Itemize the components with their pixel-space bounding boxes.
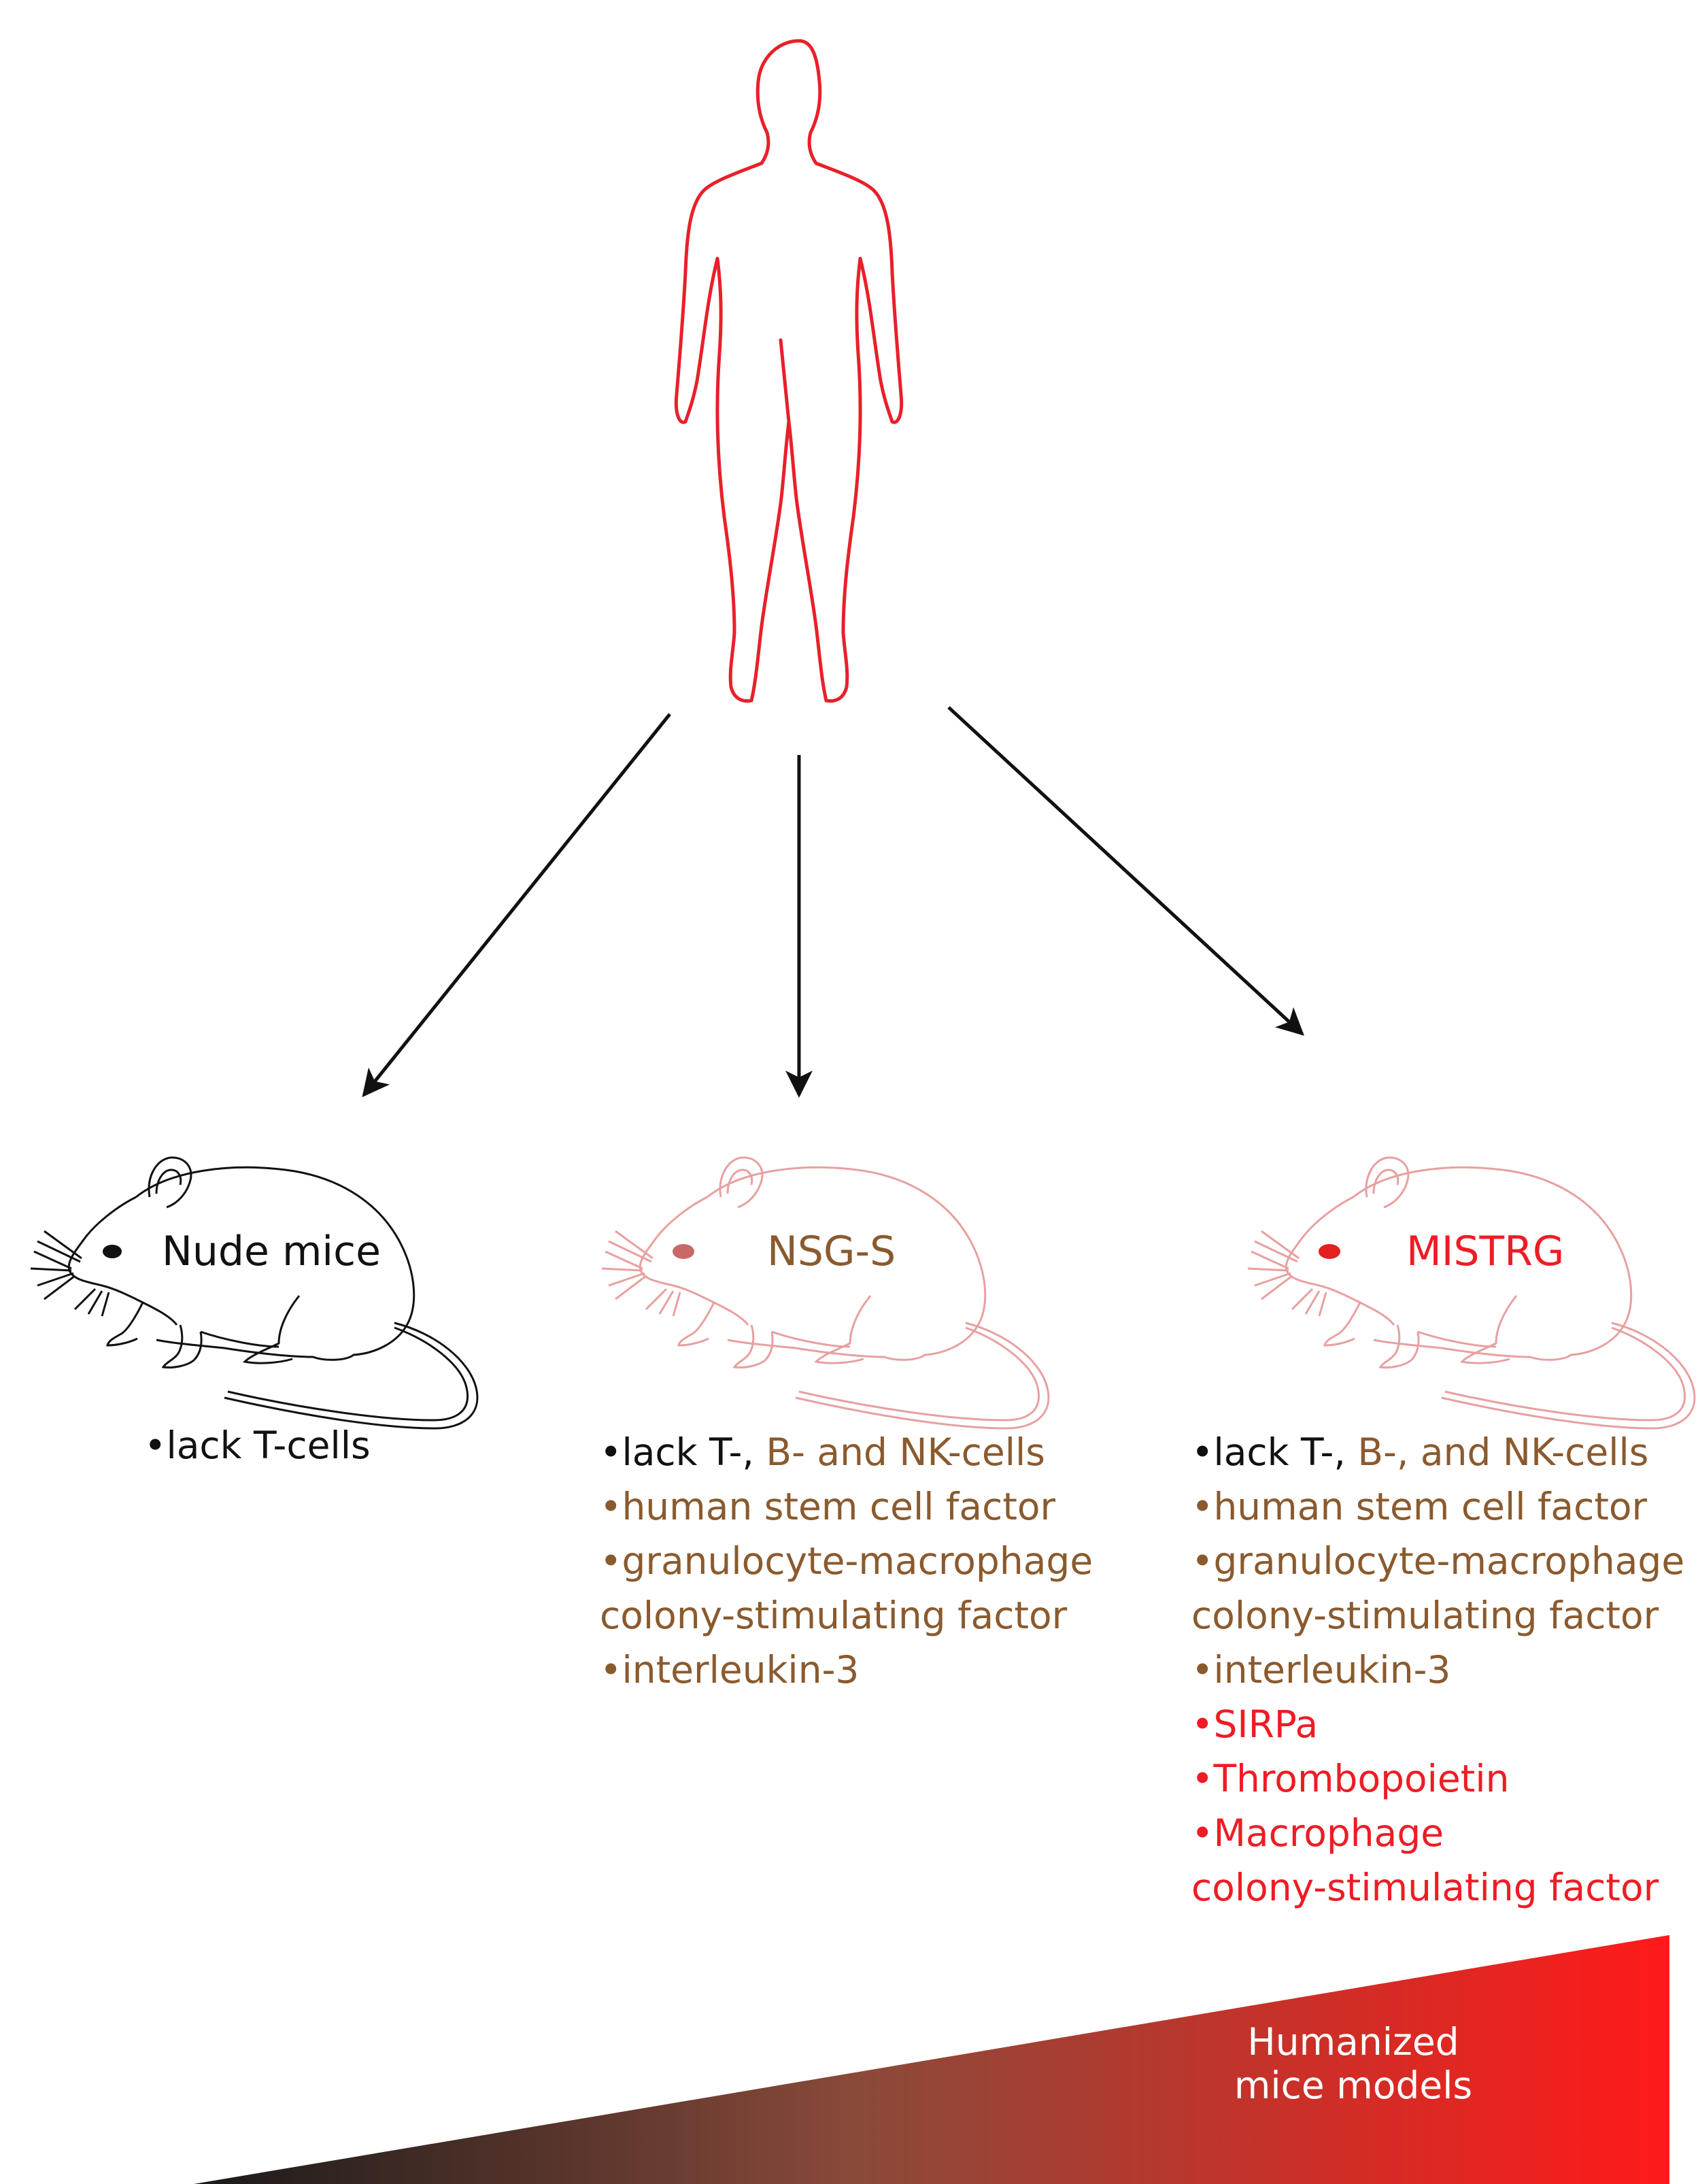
traits-nude-mice: •lack T-cells <box>144 1418 371 1473</box>
gradient-label-line1: Humanized <box>1247 2020 1459 2064</box>
mouse-nsg-s <box>600 1156 1050 1430</box>
trait-text: •Thrombopoietin <box>1191 1757 1510 1800</box>
trait-text: •SIRPa <box>1191 1702 1319 1746</box>
trait-item: •human stem cell factor <box>600 1479 1093 1534</box>
humanized-gradient-wedge <box>194 1935 1669 2184</box>
trait-text: •human stem cell factor <box>600 1485 1056 1528</box>
arrow-to-mistrg <box>947 706 1304 1036</box>
trait-text: •Macrophage <box>1191 1811 1444 1855</box>
label-nude-mice: Nude mice <box>162 1228 381 1275</box>
trait-item: •lack T-, B- and NK-cells <box>600 1425 1093 1479</box>
trait-text: B- and NK-cells <box>766 1430 1045 1474</box>
trait-item: •lack T-cells <box>144 1418 371 1473</box>
trait-text: •lack T-cells <box>144 1424 371 1467</box>
trait-text: •lack T-, <box>1191 1430 1358 1474</box>
trait-text: B-, and NK-cells <box>1357 1430 1649 1474</box>
trait-text: •human stem cell factor <box>1191 1485 1648 1528</box>
label-mistrg: MISTRG <box>1406 1228 1565 1275</box>
trait-item: •Thrombopoietin <box>1191 1751 1684 1806</box>
trait-item: •interleukin-3 <box>600 1643 1093 1697</box>
trait-item: •interleukin-3 <box>1191 1643 1684 1697</box>
trait-item: colony-stimulating factor <box>600 1588 1093 1643</box>
arrow-to-nude-mice <box>362 713 671 1098</box>
trait-text: •lack T-, <box>600 1430 766 1474</box>
trait-text: colony-stimulating factor <box>1191 1594 1659 1637</box>
arrows <box>362 706 1304 1098</box>
mouse-nude <box>29 1156 479 1430</box>
trait-text: •granulocyte-macrophage <box>600 1539 1093 1583</box>
traits-nsg-s: •lack T-, B- and NK-cells •human stem cel… <box>600 1425 1093 1697</box>
gradient-label-line2: mice models <box>1234 2064 1473 2107</box>
trait-item: •human stem cell factor <box>1191 1479 1684 1534</box>
label-nsg-s: NSG-S <box>767 1228 896 1275</box>
trait-text: colony-stimulating factor <box>600 1594 1068 1637</box>
trait-item: •SIRPa <box>1191 1697 1684 1751</box>
trait-item: colony-stimulating factor <box>1191 1588 1684 1643</box>
human-figure <box>674 39 904 703</box>
trait-text: •granulocyte-macrophage <box>1191 1539 1685 1583</box>
trait-item: •granulocyte-macrophage <box>600 1534 1093 1588</box>
trait-item: •granulocyte-macrophage <box>1191 1534 1684 1588</box>
trait-item: •lack T-, B-, and NK-cells <box>1191 1425 1684 1479</box>
trait-text: colony-stimulating factor <box>1191 1866 1659 1909</box>
trait-text: •interleukin-3 <box>1191 1648 1451 1692</box>
humanized-mice-models-label: Humanized mice models <box>1210 2020 1496 2107</box>
trait-text: •interleukin-3 <box>600 1648 860 1692</box>
traits-mistrg: •lack T-, B-, and NK-cells •human stem ce… <box>1191 1425 1684 1915</box>
trait-item: •Macrophage <box>1191 1806 1684 1860</box>
mouse-mistrg <box>1246 1156 1696 1430</box>
trait-item: colony-stimulating factor <box>1191 1860 1684 1915</box>
